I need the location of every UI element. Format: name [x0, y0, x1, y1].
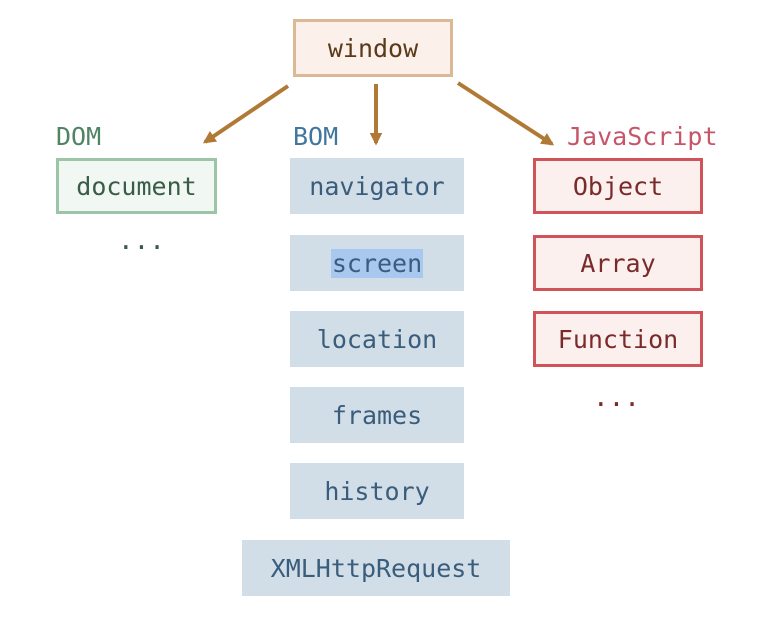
- javascript-node-function: Function: [533, 311, 703, 367]
- bom-node-location: location: [290, 311, 464, 367]
- bom-node-xmlhttprequest: XMLHttpRequest: [242, 540, 510, 596]
- bom-node-history: history: [290, 463, 464, 519]
- javascript-node-label: Function: [557, 324, 679, 354]
- javascript-node-object: Object: [533, 158, 703, 214]
- window-node: window: [293, 19, 453, 77]
- javascript-more-ellipsis: ...: [593, 383, 640, 413]
- arrow-window-to-javascript: [456, 81, 555, 146]
- dom-node-label: document: [76, 171, 197, 201]
- dom-heading: DOM: [56, 122, 102, 151]
- bom-node-label: navigator: [309, 171, 445, 201]
- javascript-node-array: Array: [533, 235, 703, 291]
- bom-node-screen: screen: [290, 235, 464, 291]
- javascript-node-label: Object: [572, 171, 664, 201]
- bom-node-label: XMLHttpRequest: [270, 553, 482, 583]
- bom-node-label: location: [316, 324, 438, 354]
- arrow-window-to-dom: [202, 84, 290, 144]
- javascript-node-label: Array: [580, 248, 656, 278]
- dom-more-ellipsis: ...: [118, 226, 165, 256]
- bom-heading: BOM: [293, 122, 339, 151]
- bom-node-label: history: [324, 476, 430, 506]
- bom-node-navigator: navigator: [290, 158, 464, 214]
- window-node-label: window: [327, 33, 419, 63]
- bom-node-label: frames: [331, 400, 423, 430]
- bom-node-frames: frames: [290, 387, 464, 443]
- dom-node-document: document: [56, 158, 217, 214]
- bom-node-label-selected: screen: [330, 248, 424, 278]
- javascript-heading: JavaScript: [567, 122, 718, 151]
